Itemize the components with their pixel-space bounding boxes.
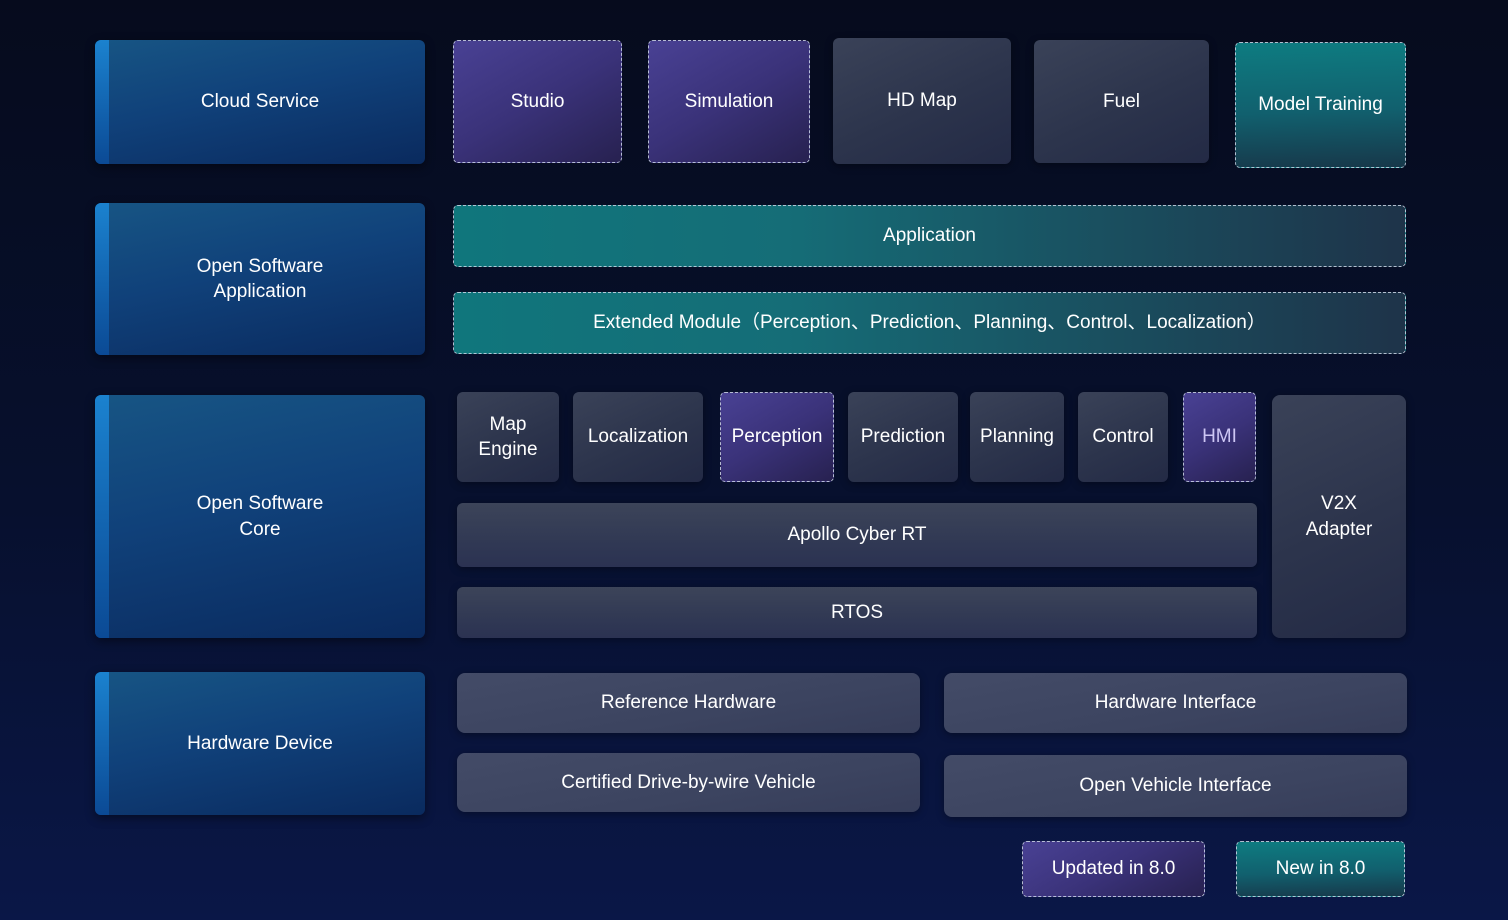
bar-open-vehicle-interface: Open Vehicle Interface [944,755,1407,817]
bar-reference-hardware: Reference Hardware [457,673,920,733]
legend-label: New in 8.0 [1275,858,1366,880]
bar-label: Application [883,225,976,247]
row-label-text: Open Software Application [196,255,324,302]
box-perception: Perception [720,392,834,482]
row-label-open-software-core: Open Software Core [95,395,425,638]
box-model-training: Model Training [1235,42,1406,168]
bar-label: RTOS [830,601,884,623]
legend-new-in-8-0: New in 8.0 [1236,841,1405,897]
box-planning: Planning [970,392,1064,482]
box-label: Simulation [684,90,774,112]
box-fuel: Fuel [1034,40,1209,163]
box-prediction: Prediction [848,392,958,482]
bar-label: Apollo Cyber RT [787,524,927,546]
bar-label: Certified Drive-by-wire Vehicle [561,771,816,793]
label-accent-strip [95,203,109,355]
box-hmi: HMI [1183,392,1256,482]
box-label: HD Map [887,90,957,112]
box-label: Planning [980,426,1054,448]
bar-application: Application [453,205,1406,267]
box-studio: Studio [453,40,622,163]
box-label: Localization [587,426,689,448]
box-label: Control [1092,426,1154,448]
bar-hardware-interface: Hardware Interface [944,673,1407,733]
bar-label: Open Vehicle Interface [1079,775,1272,797]
bar-rtos: RTOS [457,587,1257,638]
row-label-open-software-application: Open Software Application [95,203,425,355]
box-control: Control [1078,392,1168,482]
bar-label: Hardware Interface [1094,692,1257,714]
box-label: Prediction [860,426,946,448]
label-accent-strip [95,40,109,164]
bar-label: Extended Module（Perception、Prediction、Pl… [593,312,1266,334]
bar-label: Reference Hardware [600,692,777,714]
row-label-text: Hardware Device [187,732,333,754]
box-v2x-adapter: V2X Adapter [1272,395,1406,638]
row-label-hardware-device: Hardware Device [95,672,425,815]
box-simulation: Simulation [648,40,810,163]
bar-apollo-cyber-rt: Apollo Cyber RT [457,503,1257,567]
bar-certified-drive-by-wire-vehicle: Certified Drive-by-wire Vehicle [457,753,920,812]
legend-updated-in-8-0: Updated in 8.0 [1022,841,1205,897]
label-accent-strip [95,395,109,638]
box-label: Model Training [1258,94,1383,116]
label-accent-strip [95,672,109,815]
box-label: V2X Adapter [1305,493,1373,540]
box-label: Studio [510,90,565,112]
bar-extended-module: Extended Module（Perception、Prediction、Pl… [453,292,1406,354]
box-label: Map Engine [478,413,538,460]
row-label-text: Cloud Service [200,91,320,113]
box-localization: Localization [573,392,703,482]
box-label: Perception [731,426,823,448]
row-label-cloud-service: Cloud Service [95,40,425,164]
box-label: Fuel [1103,90,1140,112]
row-label-text: Open Software Core [196,493,324,540]
box-hd-map: HD Map [833,38,1011,164]
box-map-engine: Map Engine [457,392,559,482]
box-label: HMI [1202,426,1237,448]
legend-label: Updated in 8.0 [1051,858,1176,880]
